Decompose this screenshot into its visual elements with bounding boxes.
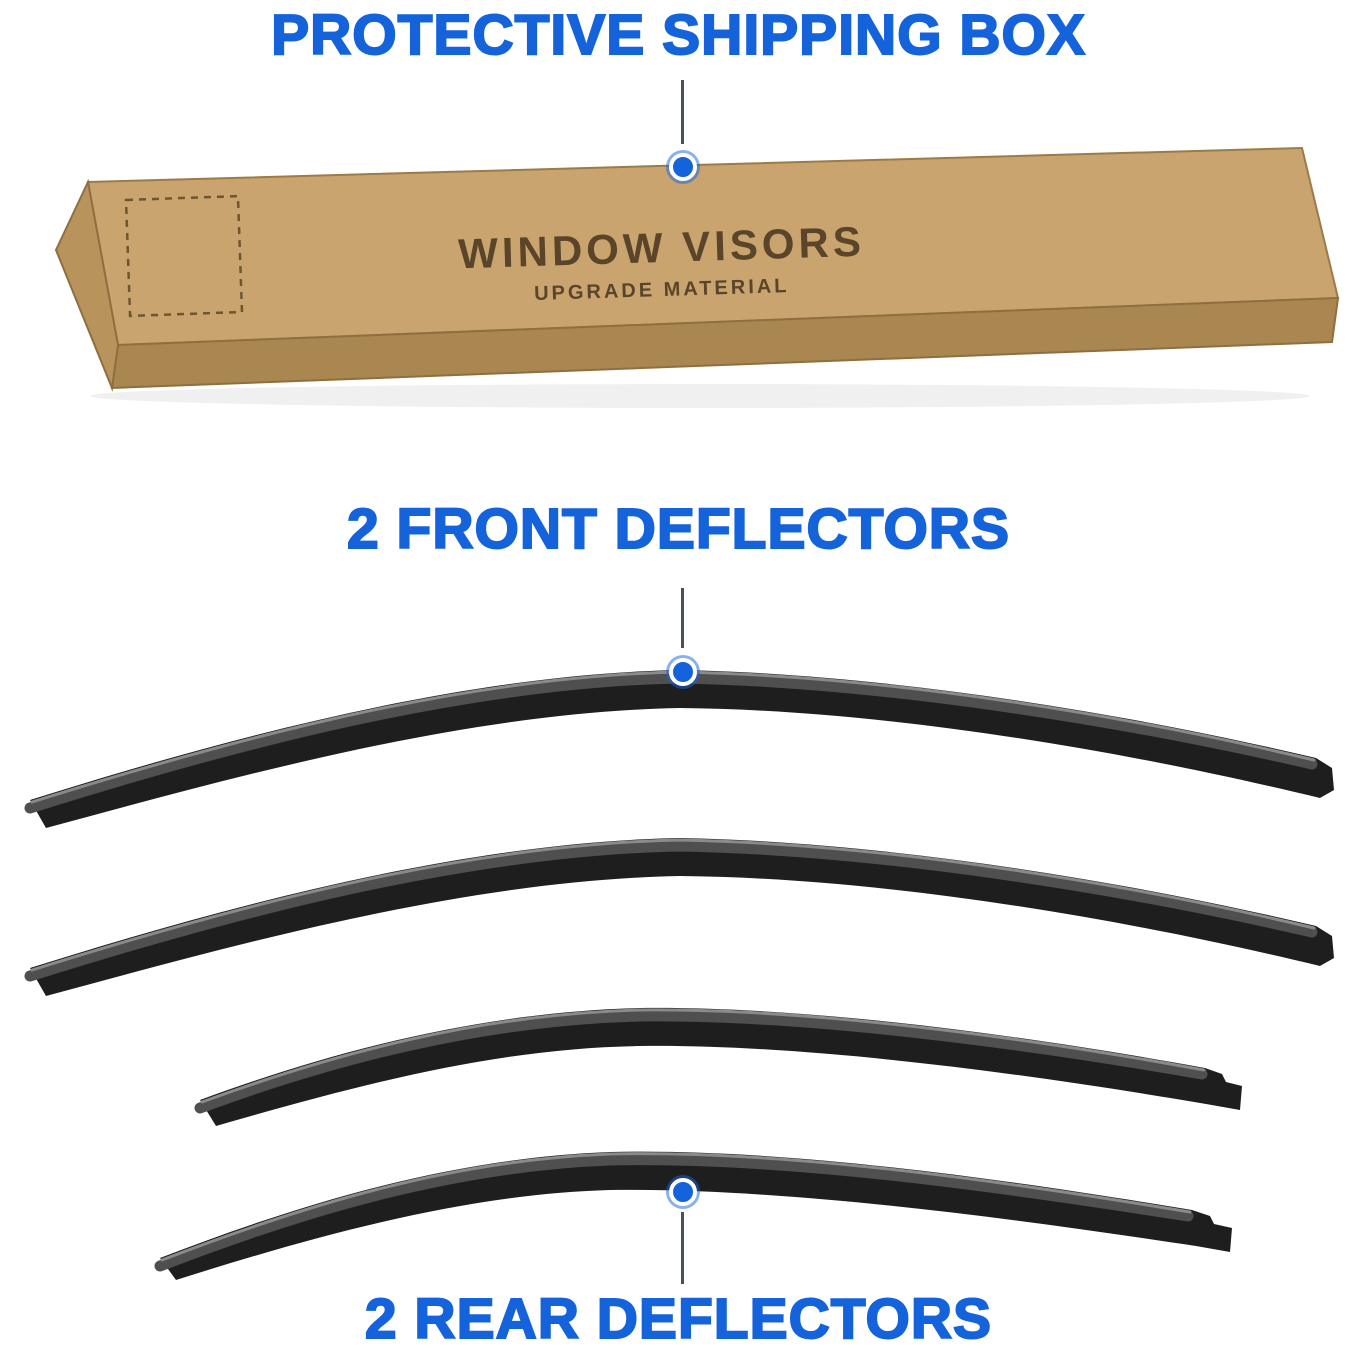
rear-deflector-2 xyxy=(154,1151,1232,1280)
box-dashed-label-area xyxy=(124,194,244,318)
callout-dot-front-deflectors xyxy=(669,658,697,686)
callout-dot-rear-deflectors xyxy=(669,1178,697,1206)
front-deflector-2 xyxy=(24,838,1334,996)
front-deflectors-heading: 2 FRONT DEFLECTORS xyxy=(346,497,1010,561)
shipping-box-heading: PROTECTIVE SHIPPING BOX xyxy=(270,3,1086,67)
callout-line-front-deflectors xyxy=(681,588,684,648)
rear-deflector-1-highlight xyxy=(200,1008,1206,1104)
rear-deflector-1-body xyxy=(200,1007,1242,1126)
rear-deflector-1-face xyxy=(194,1010,1208,1114)
front-deflector-1 xyxy=(24,670,1334,828)
callout-line-rear-deflectors xyxy=(681,1212,684,1284)
rear-deflector-2-highlight xyxy=(160,1152,1192,1262)
callout-line-shipping-box xyxy=(681,80,684,144)
box-shadow xyxy=(90,384,1310,408)
box-left-flap xyxy=(54,178,120,392)
rear-deflector-2-face xyxy=(154,1154,1194,1272)
front-deflector-2-face xyxy=(24,840,1318,982)
shipping-box-illustration: WINDOW VISORS UPGRADE MATERIAL xyxy=(54,146,1340,408)
rear-deflector-1 xyxy=(194,1007,1242,1126)
window-visors-illustration xyxy=(24,670,1334,1280)
front-deflector-2-highlight xyxy=(30,838,1316,972)
rear-deflectors-heading: 2 REAR DEFLECTORS xyxy=(364,1287,993,1351)
callout-dot-shipping-box xyxy=(669,153,697,181)
